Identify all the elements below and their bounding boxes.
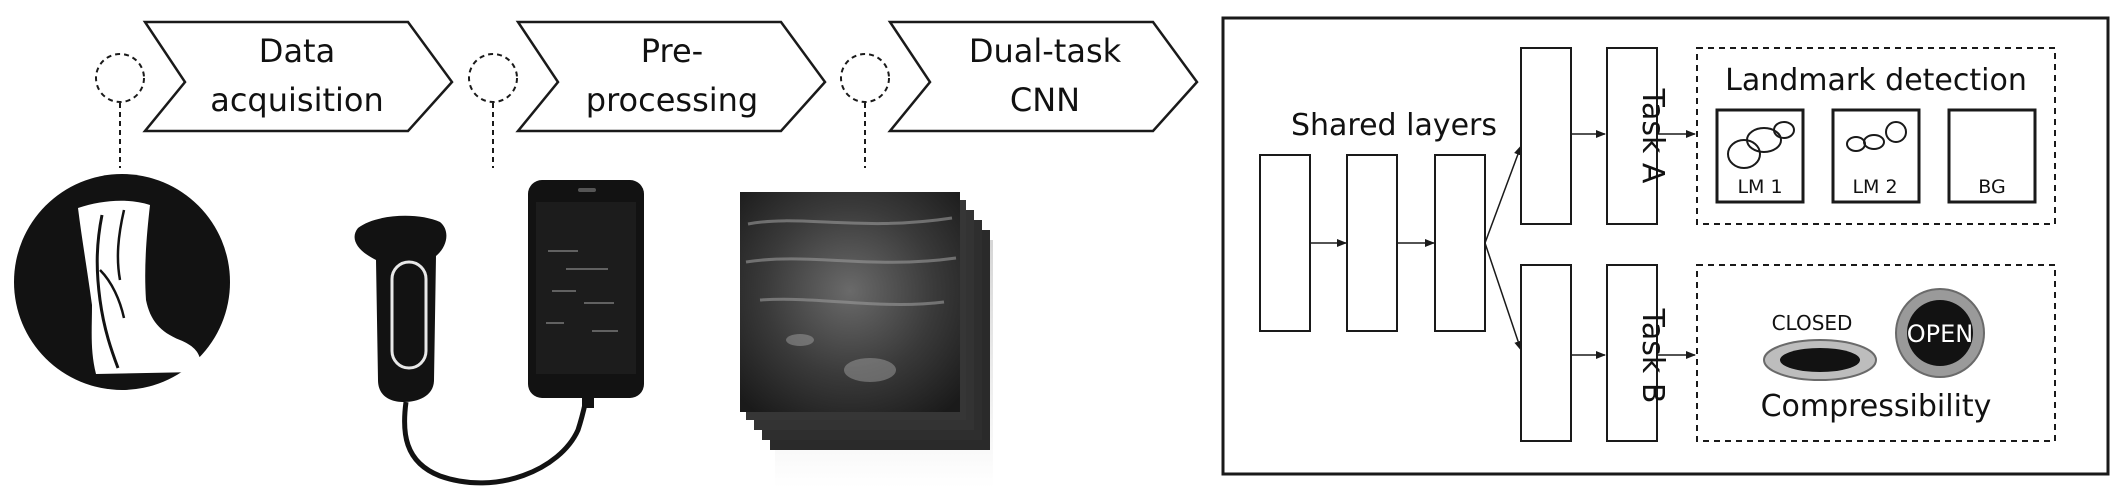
lm1-shapes (1727, 121, 1795, 169)
chevron-arrow (142, 20, 454, 133)
pin-circle (468, 53, 518, 103)
landmark-detection-box: Landmark detection LM 1 LM 2 BG (1696, 47, 2056, 225)
dashed-frame (1696, 264, 2056, 442)
compressibility-title: Compressibility (1761, 389, 1992, 424)
pin-markers (95, 53, 890, 168)
compressibility-box: CLOSED OPEN Compressibility (1696, 264, 2056, 442)
shared-layers-label: Shared layers (1291, 108, 1497, 143)
landmark-detection-title: Landmark detection (1725, 63, 2027, 98)
task-a-label: Task A (1635, 88, 1670, 184)
layer-block (1346, 154, 1398, 332)
step-preprocessing: Pre- processing (515, 20, 827, 133)
layer-block (1259, 154, 1311, 332)
step-dual-task-cnn: Dual-task CNN (887, 20, 1199, 133)
dashed-frame (1696, 47, 2056, 225)
task-b-layer-block (1520, 264, 1572, 442)
closed-vein-shape (1763, 339, 1877, 381)
open-vein-shape (1895, 288, 1985, 378)
lm2-shapes (1846, 121, 1907, 152)
step-label-line2: processing (586, 81, 758, 119)
task-b-head-block (1606, 264, 1658, 442)
step-label-line1: Dual-task (969, 32, 1122, 70)
lm2-label: LM 2 (1852, 176, 1897, 198)
connection-arrows (1310, 130, 1696, 359)
step-label-line1: Pre- (641, 32, 703, 70)
step-label-line1: Data (259, 32, 335, 70)
pin-circle (840, 53, 890, 103)
bg-thumbnail (1947, 108, 2037, 204)
pin-circle (95, 53, 145, 103)
bg-label: BG (1978, 176, 2005, 198)
leg-vein-icon (14, 174, 230, 390)
closed-label: CLOSED (1772, 311, 1853, 335)
task-a-layer-block (1520, 47, 1572, 225)
lm1-label: LM 1 (1737, 176, 1782, 198)
step-data-acquisition: Data acquisition (142, 20, 454, 133)
layer-block (1434, 154, 1486, 332)
task-a-head-block (1606, 47, 1658, 225)
chevron-arrow (515, 20, 827, 133)
open-label: OPEN (1907, 320, 1973, 348)
task-b-label: Task B (1635, 308, 1670, 404)
chevron-arrow (887, 20, 1199, 133)
shared-layer-blocks (1259, 154, 1486, 332)
ultrasound-probe-icon (354, 215, 591, 486)
ultrasound-image-stack (740, 192, 993, 488)
task-branch-blocks (1520, 47, 1658, 442)
step-label-line2: CNN (1010, 81, 1080, 119)
step-label-line2: acquisition (210, 81, 384, 119)
smartphone-icon (528, 180, 644, 408)
